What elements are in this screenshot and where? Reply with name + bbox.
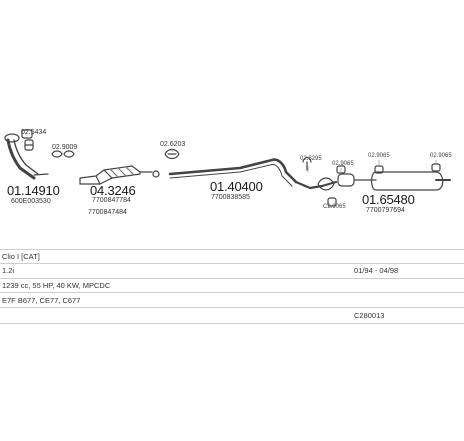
clamp-label-3[interactable]: 02.6203: [160, 141, 186, 148]
clamp-label-4b[interactable]: 02.9065: [332, 161, 354, 167]
table-divider-6: [0, 323, 464, 324]
table-divider-4: [0, 292, 464, 293]
clamp-label-1[interactable]: 02.5434: [21, 129, 47, 136]
leader-lines: [28, 137, 437, 175]
engine-details: 1239 cc, 55 HP, 40 KW, MPCDC: [2, 281, 111, 290]
part-ref-catalyst-1[interactable]: 7700847784: [92, 197, 131, 204]
rear-silencer: [294, 171, 451, 191]
part-ref-middle-pipe[interactable]: 7700838585: [211, 194, 250, 201]
part-ref-rear-silencer[interactable]: 7700797694: [366, 207, 405, 214]
middle-pipe: [168, 158, 298, 187]
table-divider-2: [0, 263, 464, 264]
clamp-icon-2: [51, 150, 75, 158]
table-divider-5: [0, 307, 464, 308]
catalog-number: C280013: [354, 311, 385, 320]
engine-size: 1.2i: [2, 266, 15, 275]
production-years: 01/94 - 04/98: [354, 266, 399, 275]
front-pipe: [4, 129, 49, 180]
hanger-icon-1: [302, 156, 312, 171]
clamp-label-4a[interactable]: 02.8295: [300, 156, 322, 162]
part-code-rear-silencer[interactable]: 01.65480: [362, 192, 415, 207]
engine-codes: E7F B677, CE77, C677: [2, 296, 81, 305]
part-ref-front-pipe[interactable]: 600E003530: [11, 198, 51, 205]
part-code-front-pipe[interactable]: 01.14910: [7, 183, 60, 198]
connector-icon: [152, 170, 160, 178]
clamp-icon-3: [164, 148, 180, 160]
hanger-icon-4: [431, 163, 441, 172]
catalytic-converter: [79, 165, 153, 185]
model-name: Clio I [CAT]: [2, 252, 40, 261]
clamp-label-2[interactable]: 02.9009: [52, 144, 78, 151]
clamp-label-4c[interactable]: C2.9065: [323, 204, 346, 210]
part-code-catalyst[interactable]: 04.3246: [90, 183, 136, 198]
part-code-middle-pipe[interactable]: 01.40400: [210, 179, 263, 194]
clamp-label-4e[interactable]: 02.9065: [430, 153, 452, 159]
clamp-label-4d[interactable]: 02.9065: [368, 153, 390, 159]
hanger-icon-5: [327, 197, 337, 207]
table-divider-1: [0, 249, 464, 250]
clamp-icon-1: [24, 139, 34, 151]
part-ref-catalyst-2[interactable]: 7700847484: [88, 209, 127, 216]
table-divider-3: [0, 278, 464, 279]
